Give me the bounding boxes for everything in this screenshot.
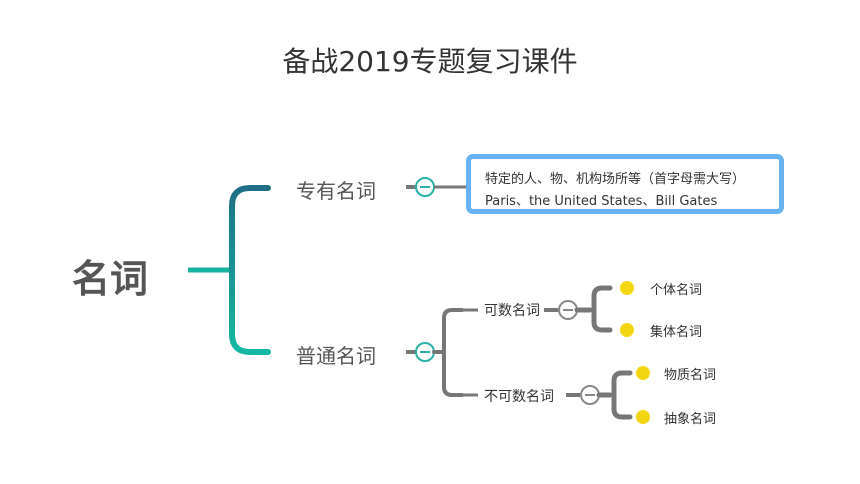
page-title: 备战2019专题复习课件: [282, 45, 578, 78]
uncountable-bracket: [596, 370, 633, 420]
branch-proper-noun[interactable]: 专有名词: [296, 179, 376, 203]
proper-noun-definition-box[interactable]: 特定的人、物、机构场所等（首字母需大写） Paris、the United St…: [466, 154, 784, 214]
node-collective-noun[interactable]: 集体名词: [650, 325, 703, 340]
common-noun-bracket: [432, 308, 464, 397]
node-countable-noun[interactable]: 可数名词: [484, 303, 540, 319]
branch-common-noun[interactable]: 普通名词: [296, 344, 376, 368]
root-node[interactable]: 名词: [72, 257, 149, 301]
main-bracket: [229, 185, 271, 355]
countable-bracket: [574, 285, 613, 333]
definition-line: 特定的人、物、机构场所等（首字母需大写）: [485, 172, 746, 187]
bullet-icon: [636, 410, 650, 424]
bullet-icon: [620, 281, 634, 295]
example-line: Paris、the United States、Bill Gates: [485, 194, 718, 209]
node-individual-noun[interactable]: 个体名词: [650, 283, 703, 298]
node-abstract-noun[interactable]: 抽象名词: [664, 412, 717, 427]
bullet-icon: [620, 323, 634, 337]
node-material-noun[interactable]: 物质名词: [664, 368, 717, 383]
bullet-icon: [636, 366, 650, 380]
node-uncountable-noun[interactable]: 不可数名词: [484, 389, 554, 405]
